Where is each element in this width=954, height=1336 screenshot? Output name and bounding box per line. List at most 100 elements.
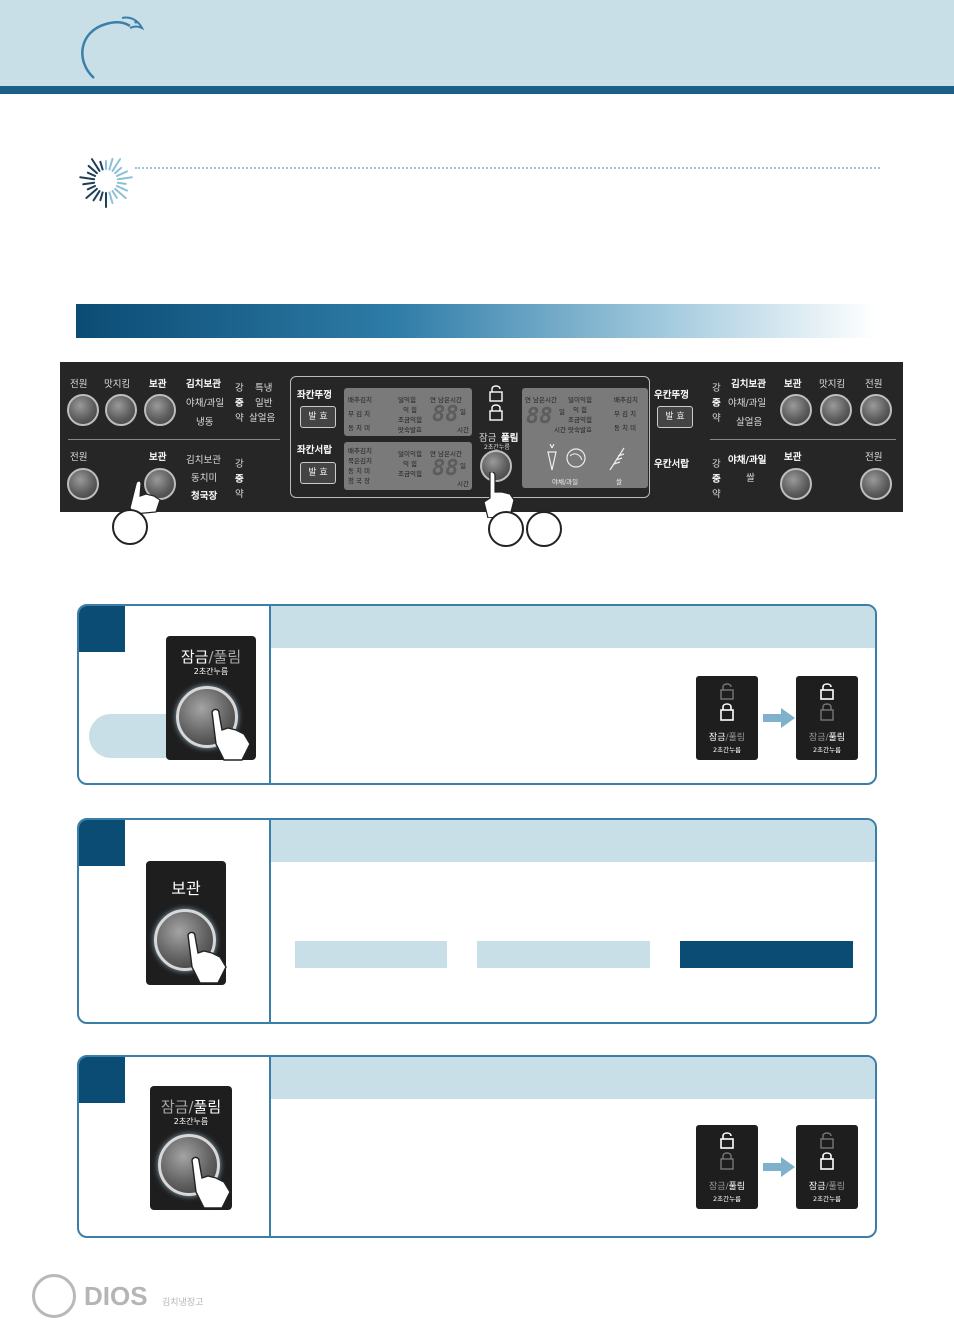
lcd-left-top [344,388,472,436]
left-bottom-ferment-button[interactable]: 발 효 [300,462,336,484]
left-special-3: 살얼음 [249,413,276,424]
right-taste-button[interactable] [820,394,852,426]
right-bottom-store-button[interactable] [780,468,812,500]
lock-indicator-after: 잠금/풀림 2초간누름 [796,676,858,760]
lcd-unit-day: 일 [460,462,466,470]
lcd-stage: 익 힘 [403,406,418,414]
right-store-button[interactable] [780,394,812,426]
lcd-item: 무 김 치 [614,410,637,418]
lcd-unit-hour: 시간 [457,480,469,488]
left-bottom-level-2: 중 [235,474,244,485]
hand-pointer-icon [129,480,161,514]
lcd-item: 배추김치 [348,447,372,455]
left-power-button[interactable] [67,394,99,426]
right-mode-3: 살얼음 [736,417,763,428]
right-bottom-mode-2: 쌀 [746,473,755,484]
dotted-rule [135,167,880,169]
left-power-label: 전원 [70,379,88,390]
lcd-left-top-label: 좌칸뚜껑 [297,390,332,401]
step2-store-button-card: 보관 [146,861,227,985]
card-text-a: 잠금 [708,733,726,743]
right-mode-2: 야채/과일 [728,398,767,409]
left-bottom-power-button[interactable] [67,468,99,500]
lcd-right [522,388,648,488]
lock-button[interactable] [480,450,512,482]
card-text-a: 잠금/ [808,733,829,743]
card-sub: 2초간누름 [712,1195,742,1203]
left-mode-2: 야채/과일 [186,398,225,409]
sunburst-ray [111,158,122,172]
right-top-ferment-button[interactable]: 발 효 [657,406,693,428]
padlock-icons [720,1132,734,1170]
lock-label-a: 잠금 [479,433,497,444]
lcd-item: 배추김치 [348,396,372,404]
lcd-remaining-label: 연 남은시간 [430,396,462,404]
right-divider [710,439,896,440]
right-power-button[interactable] [860,394,892,426]
right-bottom-mode-1: 야채/과일 [728,455,767,466]
lcd-item: 동 치 미 [348,424,371,432]
mode-option-3-selected [680,941,853,968]
header-band [0,0,954,86]
store-word: 보관 [171,879,201,898]
left-bottom-level-1: 강 [235,459,244,470]
card-sub: 2초간누름 [812,1195,842,1203]
lcd-item: 무 김 치 [348,410,371,418]
section-title-bar [76,304,876,338]
sunburst-ray [116,181,127,185]
right-level-2: 중 [712,398,721,409]
sunburst-ray [82,181,96,186]
lcd-item: 동 치 미 [348,467,371,475]
lcd-stage: 익 힘 [573,406,588,414]
left-divider [68,439,280,440]
press-2s-label: 2초간누름 [173,1117,209,1126]
header-rule [0,86,954,94]
left-special-2: 일반 [255,398,273,409]
sunburst-ray [115,170,128,178]
left-mode-1: 김치보관 [186,379,221,390]
step1-number-tab [79,606,125,652]
unlock-indicator-before: 잠금/풀림 2초간누름 [696,1125,758,1209]
mode-option-2 [477,941,650,968]
sunburst-ray [79,176,96,181]
dios-subtitle: 김치냉장고 [162,1298,204,1308]
unlock-word: 풀림 [193,1098,222,1116]
lock-word: 잠금 [160,1098,189,1116]
step1-lock-button-card: 잠금/풀림 2초간누름 [166,636,256,761]
left-level-3: 약 [235,413,244,424]
lcd-stage: 조금익힘 [398,416,422,424]
left-top-ferment-button[interactable]: 발 효 [300,406,336,428]
left-taste-button[interactable] [105,394,137,426]
step1-box: 잠금/풀림 2초간누름 잠금/풀림 2초간누름 잠금/풀림 2초간누름 [77,604,877,785]
sunburst-ray [108,157,114,171]
lcd-item: 동 치 미 [614,424,637,432]
lcd-stage: 덜이익힘 [568,396,592,404]
lcd-left-bottom-label: 좌칸서랍 [297,445,332,456]
sunburst-ray [85,187,98,200]
step-marker-circle [488,511,524,547]
step2-separator [269,820,271,1022]
card-sub: 2초간누름 [812,746,842,754]
lcd-item: 묵은김치 [348,457,372,465]
step1-pill [89,714,179,758]
step2-header [269,820,875,862]
left-store-button[interactable] [144,394,176,426]
card-text-a: 잠금 [808,1182,826,1192]
lcd-left-bottom [344,442,472,490]
hand-pointer-icon [191,1156,231,1209]
left-bottom-mode-3: 청국장 [191,491,218,502]
left-taste-label: 맛지킴 [104,379,131,390]
unlock-word: 풀림 [213,648,242,666]
lcd-item: 배추김치 [614,396,638,404]
sunburst-ray [99,160,104,171]
sunburst-ray [116,176,133,181]
right-bottom-power-button[interactable] [860,468,892,500]
lcd-digits: 88 [526,404,553,429]
card-text-b: /풀림 [825,1182,846,1192]
veg-rice-icons [547,444,625,471]
lock-sub: 2초간누름 [484,444,510,451]
lcd-frame [290,376,650,498]
veg-label: 야채/과일 [552,478,579,486]
card-text-b: 풀림 [728,1182,746,1192]
padlock-icons [720,683,734,721]
